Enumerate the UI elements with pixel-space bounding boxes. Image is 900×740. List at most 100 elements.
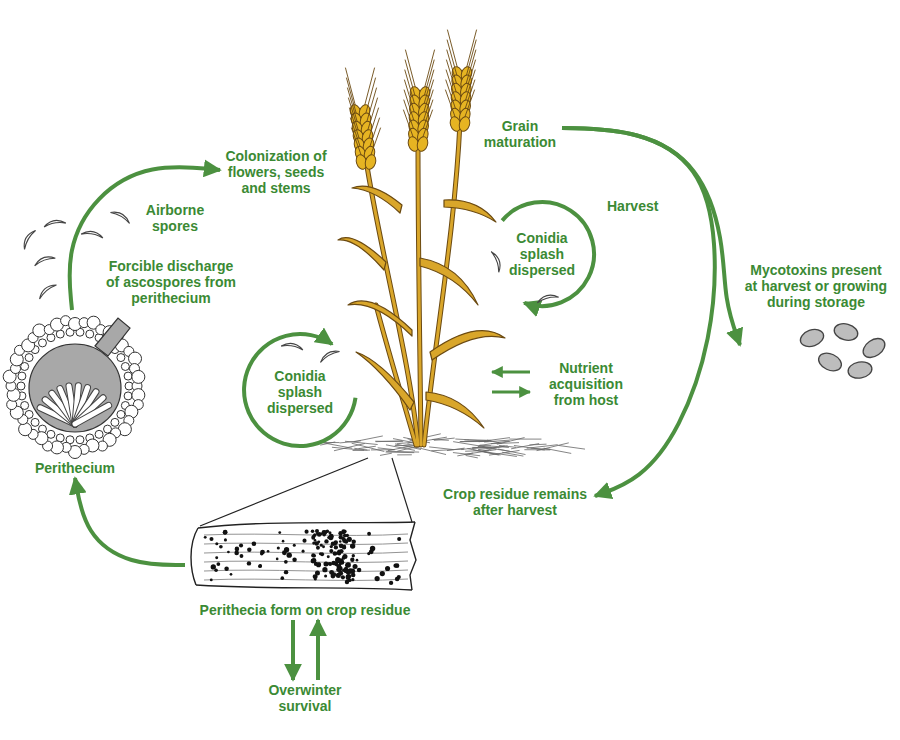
stage-text: Grain maturation bbox=[481, 118, 559, 150]
perithecium-dot bbox=[334, 562, 337, 565]
perithecium-dot bbox=[215, 556, 218, 559]
annotation: Conidia splash dispersed bbox=[261, 366, 339, 418]
perithecium-dot bbox=[375, 576, 380, 581]
perithecium-dot bbox=[234, 551, 239, 556]
perithecium-dot bbox=[348, 568, 353, 573]
awn bbox=[406, 50, 416, 88]
residue-straw bbox=[484, 452, 517, 457]
perithecium-dot bbox=[320, 552, 324, 556]
perithecium-dot bbox=[338, 558, 343, 563]
perithecium-dot bbox=[316, 546, 320, 550]
perithecium-dot bbox=[352, 539, 356, 543]
ostiole-neck bbox=[95, 318, 130, 356]
stage-node: Grain maturation bbox=[478, 116, 562, 152]
wall-cell bbox=[117, 410, 125, 418]
residue-straw bbox=[431, 449, 464, 451]
awn bbox=[423, 110, 433, 138]
perithecium-dot bbox=[223, 530, 228, 535]
perithecium-dot bbox=[210, 578, 213, 581]
perithecium-dot bbox=[259, 564, 262, 567]
perithecium-dot bbox=[333, 551, 337, 555]
wall-cell bbox=[95, 430, 103, 438]
perithecium-dot bbox=[322, 567, 327, 572]
stage-node: Crop residue remains after harvest bbox=[435, 484, 595, 520]
cycle-arrow bbox=[291, 620, 295, 680]
perithecium-dot bbox=[311, 559, 316, 564]
perithecium-dot bbox=[316, 562, 321, 567]
annotation: Nutrient acquisition from host bbox=[538, 358, 634, 410]
perithecium-dot bbox=[215, 542, 218, 545]
stem-fiber bbox=[204, 561, 408, 562]
perithecium-dot bbox=[230, 573, 233, 576]
perithecium-dot bbox=[369, 549, 374, 554]
perithecium-dot bbox=[211, 564, 216, 569]
residue-straw bbox=[320, 442, 352, 448]
perithecium-dot bbox=[227, 551, 230, 554]
residue-straw bbox=[353, 450, 370, 451]
wall-cell bbox=[86, 330, 94, 338]
annotation-text: Airborne spores bbox=[141, 202, 209, 234]
perithecium-dot bbox=[327, 555, 330, 558]
perithecium-dot bbox=[351, 578, 354, 581]
awn bbox=[350, 108, 360, 139]
wall-cell bbox=[124, 392, 132, 400]
spore bbox=[318, 348, 339, 363]
residue-straw bbox=[466, 455, 478, 457]
perithecium-dot bbox=[302, 550, 305, 553]
wall-cell bbox=[124, 372, 132, 380]
perithecium-dot bbox=[312, 554, 316, 558]
perithecium-dot bbox=[315, 529, 319, 533]
perithecium-dot bbox=[260, 552, 263, 555]
wall-cell bbox=[111, 418, 119, 426]
perithecium-dot bbox=[320, 544, 323, 547]
residue-straw bbox=[461, 446, 491, 450]
awn bbox=[405, 60, 415, 96]
perithecium-dot bbox=[334, 540, 338, 544]
perithecium-dot bbox=[326, 530, 329, 533]
stage-node: Colonization of flowers, seeds and stems bbox=[220, 146, 332, 198]
kernel bbox=[415, 135, 429, 152]
perithecium-dot bbox=[240, 554, 244, 558]
nutrient-exchange-arrows bbox=[492, 372, 530, 392]
spore bbox=[37, 281, 57, 299]
awn bbox=[351, 118, 361, 148]
perithecium-drawing bbox=[3, 316, 145, 459]
perithecium-dot bbox=[314, 578, 317, 581]
perithecium-dot bbox=[235, 547, 240, 552]
awn bbox=[424, 80, 434, 113]
awn bbox=[352, 128, 362, 156]
perithecium-dot bbox=[395, 563, 400, 568]
wall-cell bbox=[132, 370, 145, 383]
ascus bbox=[75, 405, 109, 424]
perithecium-dot bbox=[276, 558, 279, 561]
kernel bbox=[363, 153, 377, 170]
wall-cell bbox=[76, 436, 84, 444]
wall-cell bbox=[31, 418, 39, 426]
perithecium-dot bbox=[260, 550, 265, 555]
perithecium-dot bbox=[328, 562, 331, 565]
perithecium-dot bbox=[315, 570, 320, 575]
awn bbox=[371, 128, 381, 156]
residue-straw bbox=[514, 445, 545, 449]
perithecium-dot bbox=[258, 564, 262, 568]
perithecium-dot bbox=[287, 552, 292, 557]
perithecium-dot bbox=[353, 564, 358, 569]
perithecium-dot bbox=[345, 580, 349, 584]
perithecium-dot bbox=[252, 541, 257, 546]
spores bbox=[21, 209, 559, 363]
annotation: Conidia splash dispersed bbox=[503, 228, 581, 280]
perithecium-dot bbox=[302, 539, 306, 543]
perithecium-dot bbox=[293, 544, 296, 547]
edge-label: Harvest bbox=[604, 196, 661, 216]
perithecium-cavity bbox=[29, 344, 121, 432]
perithecium-dot bbox=[239, 543, 243, 547]
perithecium-dot bbox=[223, 530, 227, 534]
connectors bbox=[70, 128, 740, 680]
crop-residue-closeup bbox=[191, 522, 416, 590]
perithecium-dot bbox=[356, 559, 359, 562]
perithecium-dot bbox=[342, 546, 346, 550]
perithecium-dot bbox=[342, 554, 347, 559]
perithecium-dot bbox=[305, 530, 309, 534]
wall-cell bbox=[38, 339, 46, 347]
